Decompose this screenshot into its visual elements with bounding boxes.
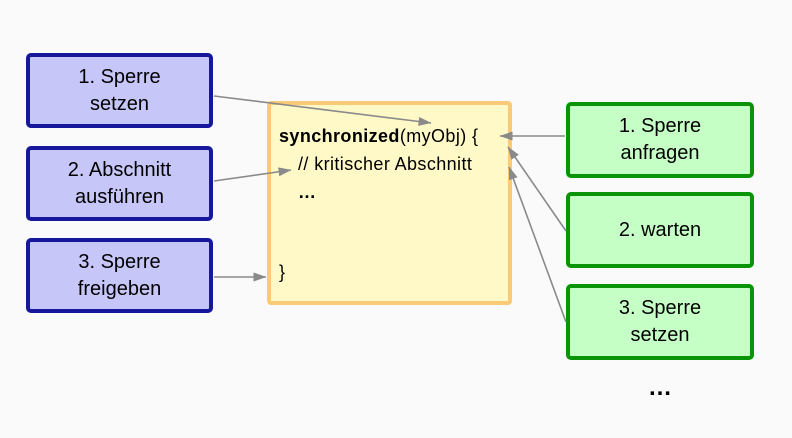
arrow-right-3-icon: [508, 166, 567, 323]
right-box-2-warten: 2. warten: [566, 192, 754, 268]
box-label-line: 1. Sperre: [78, 65, 161, 88]
box-label-line: 2. warten: [618, 218, 702, 241]
code-line-synchronized: synchronized(myObj) {: [279, 122, 508, 150]
code-line-ellipsis: …: [298, 182, 317, 202]
box-label-line: freigeben: [77, 277, 162, 300]
box-label-line: 3. Sperre: [618, 297, 702, 319]
arrow-right-2-icon: [507, 146, 567, 232]
more-steps-ellipsis: …: [648, 374, 672, 401]
box-label-line: anfragen: [620, 142, 700, 164]
box-label-line: setzen: [630, 324, 690, 346]
left-box-3-sperre-freigeben: 3. Sperre freigeben: [26, 238, 213, 313]
box-label-line: ausführen: [75, 185, 164, 208]
box-label-line: 1. Sperre: [618, 115, 702, 137]
code-keyword: synchronized: [279, 126, 400, 146]
left-box-1-sperre-setzen: 1. Sperre setzen: [26, 53, 213, 128]
right-box-1-sperre-anfragen: 1. Sperre anfragen: [566, 102, 754, 178]
code-line-comment: // kritischer Abschnitt: [298, 154, 473, 174]
code-line-closing-brace: }: [279, 262, 286, 282]
code-box: synchronized(myObj) { // kritischer Absc…: [267, 101, 512, 305]
box-label-line: 2. Abschnitt: [67, 158, 172, 181]
left-box-2-abschnitt-ausfuehren: 2. Abschnitt ausführen: [26, 146, 213, 221]
right-box-3-sperre-setzen: 3. Sperre setzen: [566, 284, 754, 360]
box-label-line: setzen: [90, 92, 149, 115]
box-label-line: 3. Sperre: [78, 250, 161, 273]
code-args: (myObj) {: [399, 126, 479, 146]
